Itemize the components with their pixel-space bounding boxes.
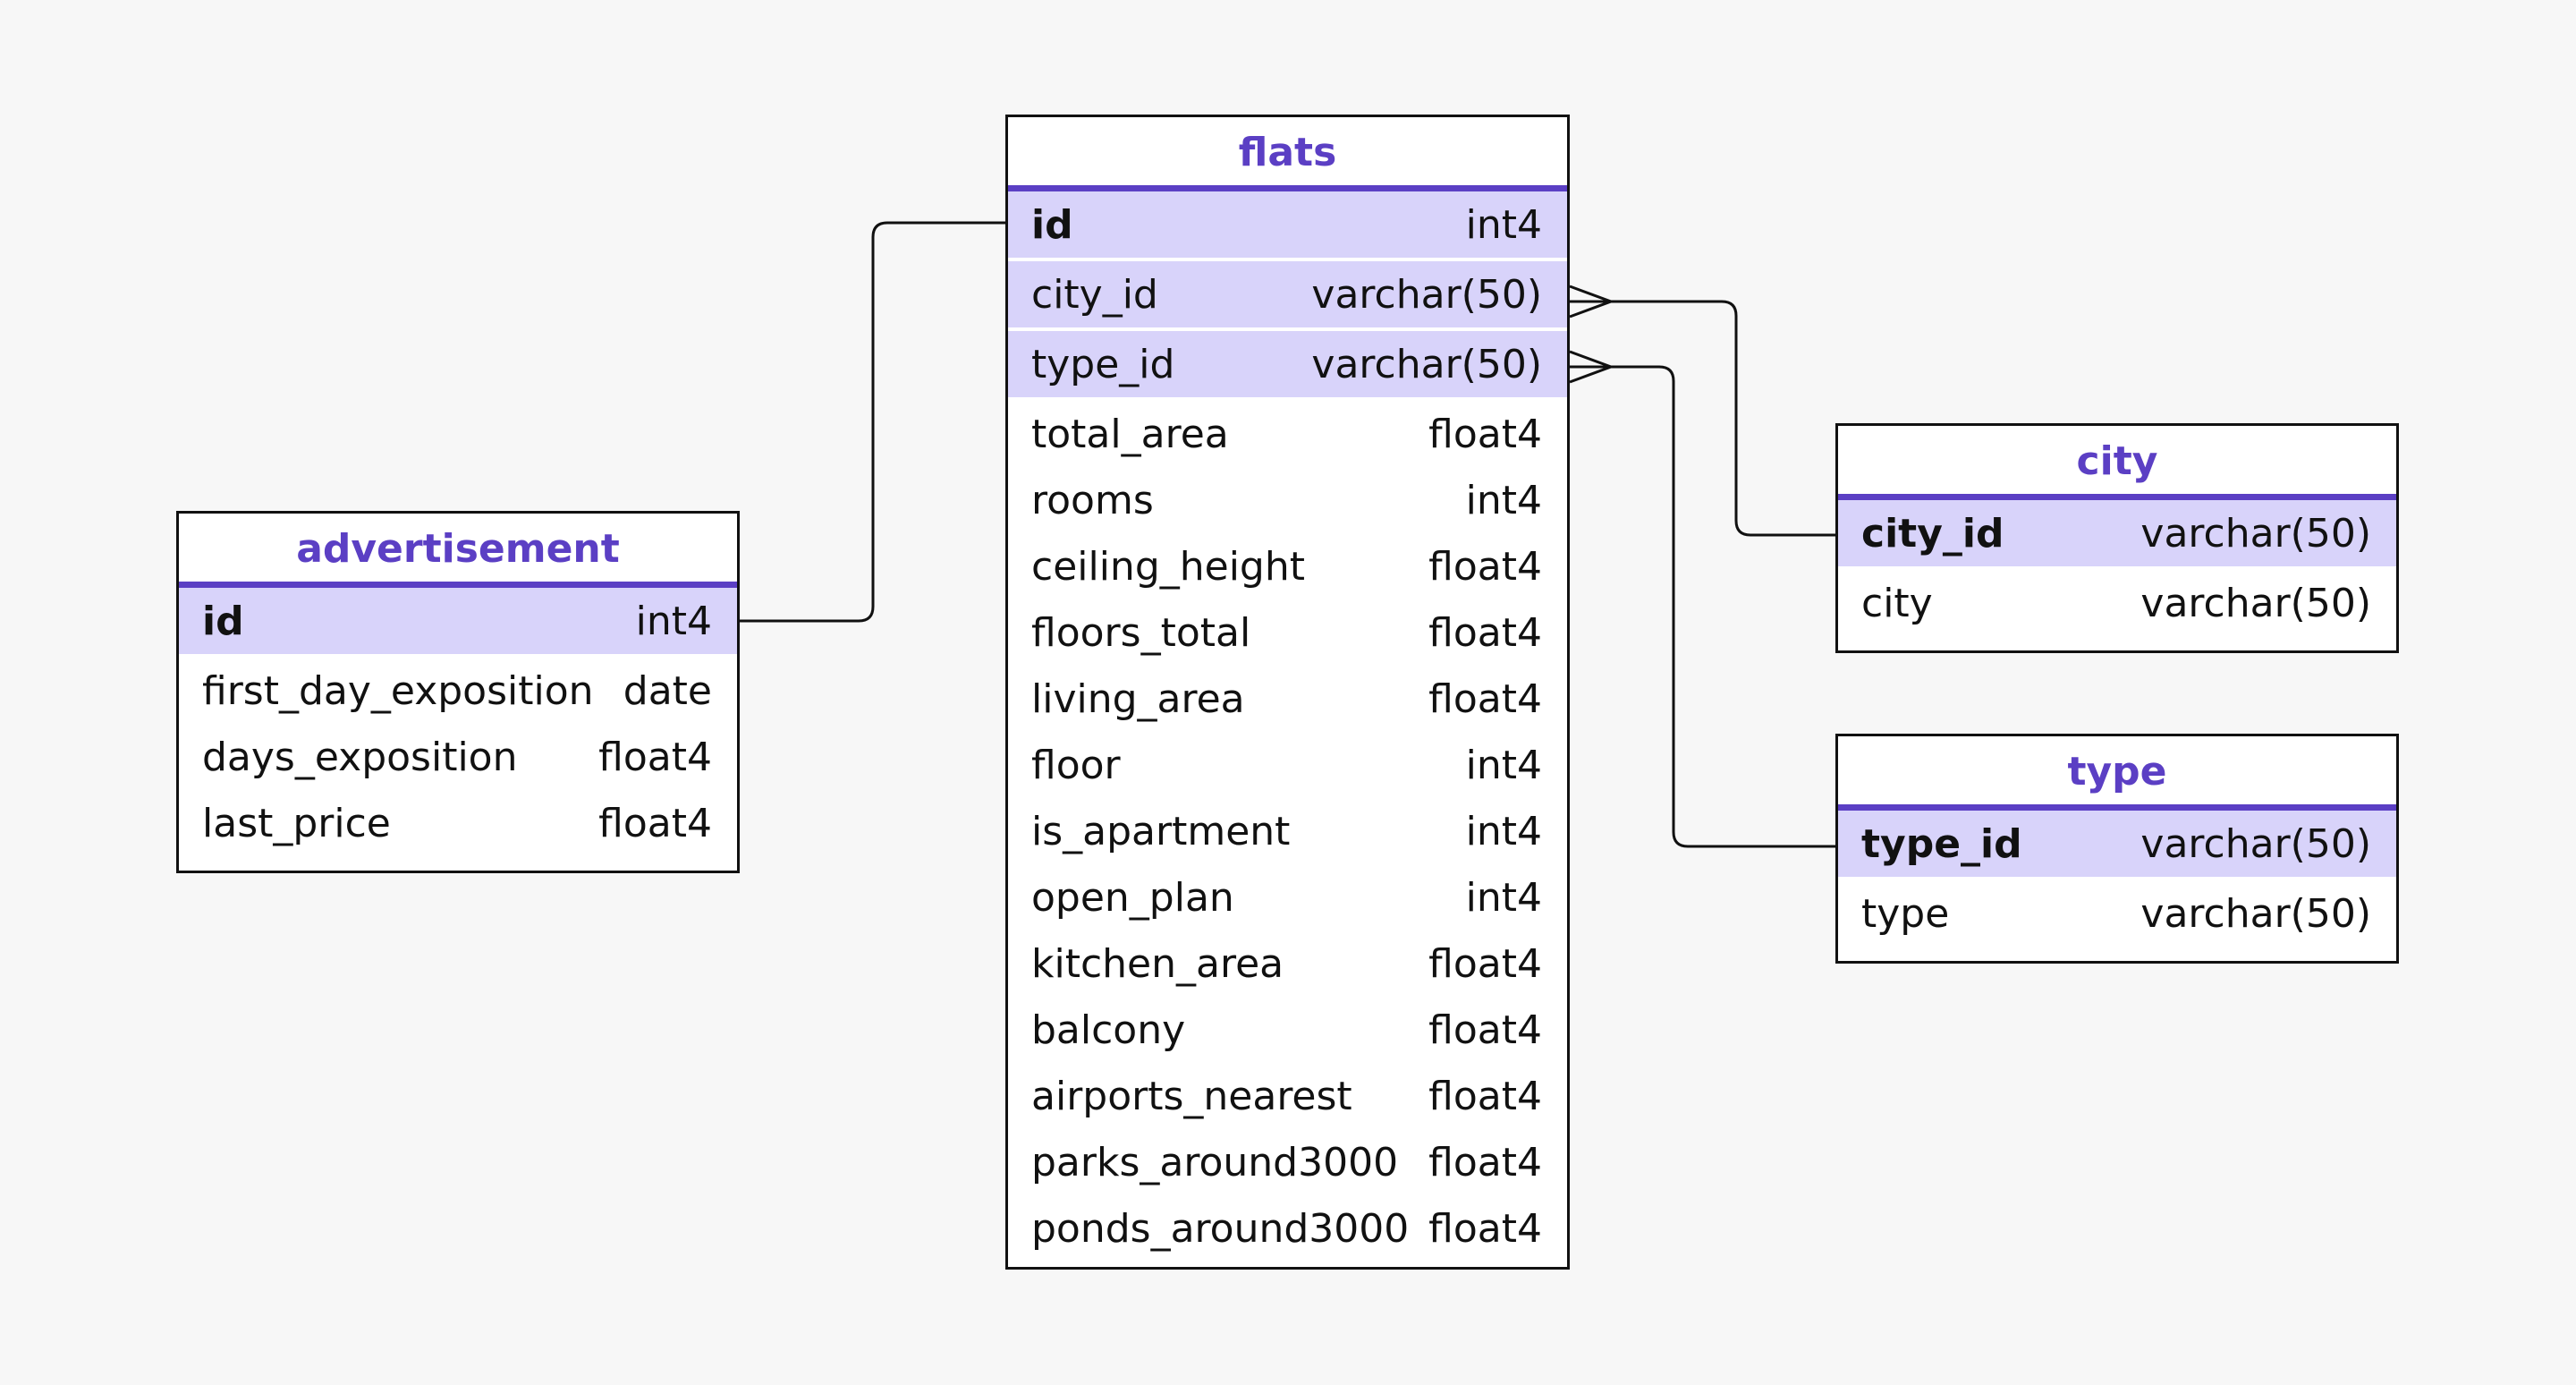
entity-row-last-price: last_price float4 xyxy=(179,790,737,856)
column-name: type_id xyxy=(1861,820,2022,867)
column-name: floor xyxy=(1031,742,1121,788)
column-type: int4 xyxy=(1465,201,1542,248)
column-name: rooms xyxy=(1031,477,1154,523)
connector-flats-city xyxy=(1569,285,1835,537)
entity-row-type-id: type_id varchar(50) xyxy=(1008,331,1567,397)
column-type: int4 xyxy=(1465,742,1542,788)
entity-advertisement: advertisement id int4 first_day_expositi… xyxy=(176,511,740,873)
column-name: living_area xyxy=(1031,676,1245,722)
column-type: varchar(50) xyxy=(1311,341,1542,387)
entity-type: type type_id varchar(50) type varchar(50… xyxy=(1835,734,2399,964)
entity-row-total-area: total_area float4 xyxy=(1008,401,1567,467)
column-name: balcony xyxy=(1031,1007,1186,1053)
entity-row-city-id: city_id varchar(50) xyxy=(1008,261,1567,327)
column-type: float4 xyxy=(598,734,712,780)
entity-row-living-area: living_area float4 xyxy=(1008,666,1567,732)
column-type: float4 xyxy=(1428,676,1542,722)
column-type: float4 xyxy=(1428,543,1542,590)
column-type: varchar(50) xyxy=(2140,580,2371,626)
column-type: float4 xyxy=(1428,411,1542,457)
column-name: is_apartment xyxy=(1031,808,1291,854)
column-name: city xyxy=(1861,580,1933,626)
entity-row-parks-around3000: parks_around3000 float4 xyxy=(1008,1129,1567,1195)
entity-row-rooms: rooms int4 xyxy=(1008,467,1567,533)
column-type: float4 xyxy=(1428,609,1542,656)
entity-row-ceiling-height: ceiling_height float4 xyxy=(1008,533,1567,599)
column-type: int4 xyxy=(1465,477,1542,523)
column-type: float4 xyxy=(1428,940,1542,987)
column-type: int4 xyxy=(635,598,712,644)
entity-row-open-plan: open_plan int4 xyxy=(1008,864,1567,930)
entity-row-floor: floor int4 xyxy=(1008,732,1567,798)
entity-city: city city_id varchar(50) city varchar(50… xyxy=(1835,423,2399,653)
column-name: kitchen_area xyxy=(1031,940,1284,987)
entity-row-city-id: city_id varchar(50) xyxy=(1838,500,2396,566)
column-name: ceiling_height xyxy=(1031,543,1306,590)
column-name: total_area xyxy=(1031,411,1229,457)
column-name: days_exposition xyxy=(202,734,518,780)
column-name: last_price xyxy=(202,800,391,846)
column-name: airports_nearest xyxy=(1031,1073,1352,1119)
column-name: floors_total xyxy=(1031,609,1251,656)
entity-row-id: id int4 xyxy=(1008,191,1567,258)
entity-row-is-apartment: is_apartment int4 xyxy=(1008,798,1567,864)
column-type: float4 xyxy=(1428,1007,1542,1053)
column-type: float4 xyxy=(1428,1205,1542,1252)
entity-row-city: city varchar(50) xyxy=(1838,570,2396,636)
entity-row-first-day-exposition: first_day_exposition date xyxy=(179,658,737,724)
entity-row-id: id int4 xyxy=(179,588,737,654)
column-type: float4 xyxy=(598,800,712,846)
column-name: type_id xyxy=(1031,341,1175,387)
column-type: varchar(50) xyxy=(2140,820,2371,867)
entity-title: type xyxy=(1838,736,2396,811)
column-name: city_id xyxy=(1031,271,1158,318)
column-type: varchar(50) xyxy=(2140,510,2371,557)
column-type: date xyxy=(623,667,712,714)
column-name: id xyxy=(1031,201,1073,248)
entity-row-kitchen-area: kitchen_area float4 xyxy=(1008,930,1567,997)
column-type: int4 xyxy=(1465,808,1542,854)
crowsfoot-type-icon xyxy=(1569,350,1615,384)
column-type: varchar(50) xyxy=(2140,890,2371,937)
entity-row-balcony: balcony float4 xyxy=(1008,997,1567,1063)
entity-row-ponds-around3000: ponds_around3000 float4 xyxy=(1008,1195,1567,1262)
entity-row-airports-nearest: airports_nearest float4 xyxy=(1008,1063,1567,1129)
column-name: first_day_exposition xyxy=(202,667,594,714)
column-name: id xyxy=(202,598,244,644)
column-name: type xyxy=(1861,890,1950,937)
column-name: open_plan xyxy=(1031,874,1234,921)
column-name: ponds_around3000 xyxy=(1031,1205,1410,1252)
entity-row-type: type varchar(50) xyxy=(1838,880,2396,947)
connector-advertisement-flats xyxy=(740,221,1005,623)
column-name: city_id xyxy=(1861,510,2004,557)
column-type: int4 xyxy=(1465,874,1542,921)
column-type: varchar(50) xyxy=(1311,271,1542,318)
column-type: float4 xyxy=(1428,1073,1542,1119)
entity-row-type-id: type_id varchar(50) xyxy=(1838,811,2396,877)
entity-flats: flats id int4 city_id varchar(50) type_i… xyxy=(1005,115,1570,1270)
column-type: float4 xyxy=(1428,1139,1542,1185)
entity-title: advertisement xyxy=(179,514,737,588)
entity-row-floors-total: floors_total float4 xyxy=(1008,599,1567,666)
entity-title: flats xyxy=(1008,117,1567,191)
column-name: parks_around3000 xyxy=(1031,1139,1399,1185)
entity-row-days-exposition: days_exposition float4 xyxy=(179,724,737,790)
crowsfoot-city-icon xyxy=(1569,285,1615,319)
entity-title: city xyxy=(1838,426,2396,500)
connector-flats-type xyxy=(1569,350,1835,848)
